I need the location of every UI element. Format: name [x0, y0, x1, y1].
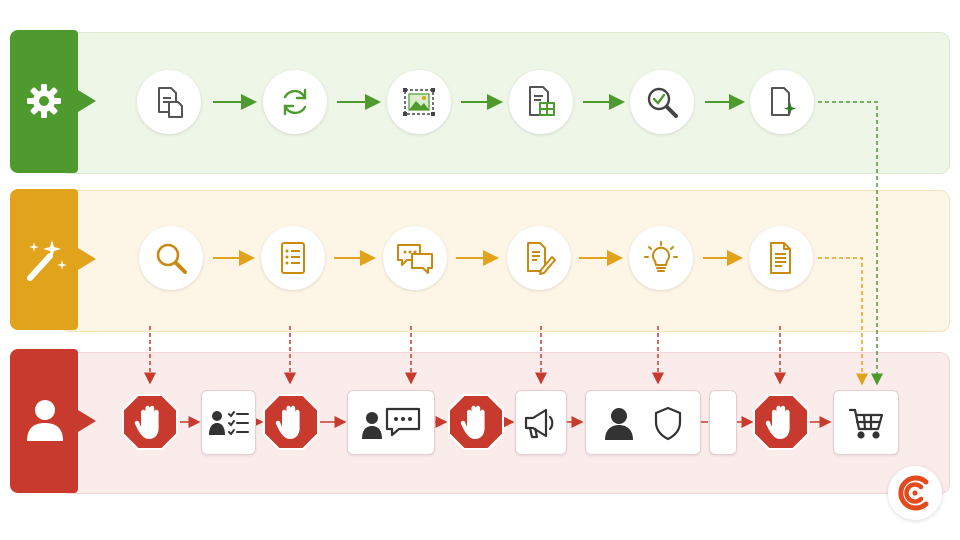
search-check-icon — [647, 87, 678, 118]
document-lines-node[interactable] — [749, 226, 813, 290]
user-checklist-box[interactable] — [201, 390, 256, 455]
checklist-node[interactable] — [261, 226, 325, 290]
magic-wand-icon — [22, 236, 70, 288]
lightbulb-node[interactable] — [629, 226, 693, 290]
user-chat-icon — [362, 407, 421, 439]
stop-hand-icon[interactable] — [262, 393, 320, 451]
megaphone-icon — [524, 408, 554, 438]
stop-hand-icon[interactable] — [121, 393, 179, 451]
chat-bubbles-node[interactable] — [383, 226, 447, 290]
shield-icon — [654, 406, 682, 440]
spreadsheet-document-node[interactable] — [509, 70, 573, 134]
refresh-node[interactable] — [263, 70, 327, 134]
documents-node[interactable] — [137, 70, 201, 134]
brand-logo — [888, 466, 942, 520]
image-select-icon — [403, 88, 435, 116]
chat-bubbles-icon — [397, 244, 433, 274]
spreadsheet-document-icon — [529, 86, 555, 116]
search-check-node[interactable] — [630, 70, 694, 134]
search-node[interactable] — [139, 226, 203, 290]
user-shield-box[interactable] — [585, 390, 701, 455]
stop-hand-icon[interactable] — [752, 393, 810, 451]
checklist-icon — [281, 242, 305, 274]
user-icon — [24, 397, 66, 447]
document-lines-icon — [770, 242, 791, 274]
cart-icon — [848, 408, 884, 439]
gear-icon — [24, 81, 64, 125]
blank-step-box[interactable] — [709, 390, 737, 455]
document-sparkle-node[interactable] — [750, 70, 814, 134]
refresh-icon — [283, 88, 307, 116]
automation-tab-pointer — [78, 90, 96, 112]
document-sparkle-icon — [771, 87, 796, 116]
user-checklist-icon — [208, 410, 249, 436]
cart-box[interactable] — [833, 390, 899, 455]
user-icon — [605, 407, 633, 440]
lightbulb-icon — [644, 241, 678, 272]
image-select-node[interactable] — [387, 70, 451, 134]
documents-icon — [158, 87, 183, 118]
search-icon — [156, 243, 187, 274]
megaphone-box[interactable] — [515, 390, 567, 455]
ai-assist-tab-pointer — [78, 248, 96, 270]
document-edit-node[interactable] — [507, 226, 571, 290]
stop-hand-icon[interactable] — [447, 393, 505, 451]
manual-lane-tab — [10, 349, 78, 493]
document-edit-icon — [527, 242, 556, 275]
manual-tab-pointer — [78, 410, 96, 432]
user-chat-box[interactable] — [347, 390, 435, 455]
